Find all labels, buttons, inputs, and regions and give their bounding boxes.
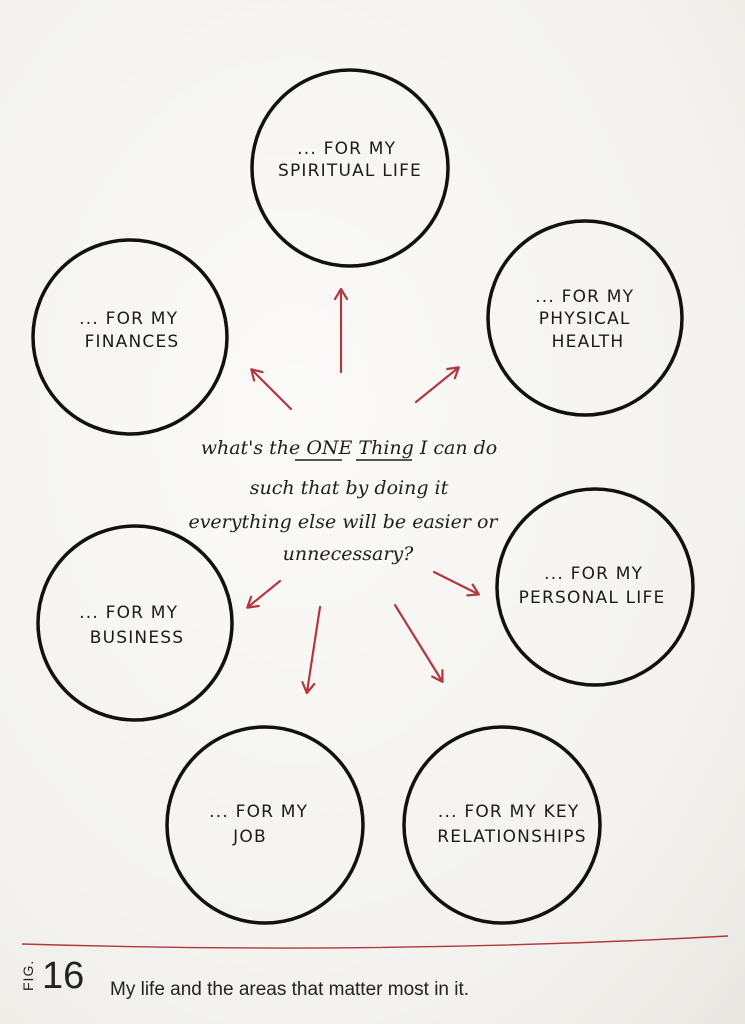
node-label-line: ... FOR MY bbox=[79, 309, 178, 329]
node-label-line: PERSONAL LIFE bbox=[519, 588, 666, 608]
circle-finances bbox=[31, 238, 229, 436]
node-label-line: JOB bbox=[232, 827, 267, 847]
arrow-to-finances bbox=[252, 370, 293, 411]
node-label-line: ... FOR MY bbox=[79, 603, 178, 623]
node-label-spiritual: ... FOR MY SPIRITUAL LIFE bbox=[278, 139, 422, 181]
arrow-group bbox=[248, 290, 478, 692]
arrow-to-personal bbox=[432, 570, 478, 594]
center-question: what's the ONE Thing I can do such that … bbox=[188, 437, 503, 565]
circle-personal bbox=[495, 487, 695, 687]
node-label-personal: ... FOR MY PERSONAL LIFE bbox=[519, 564, 666, 608]
node-label-business: ... FOR MY BUSINESS bbox=[79, 603, 185, 648]
center-question-line: everything else will be easier or bbox=[188, 511, 499, 533]
circle-job bbox=[165, 725, 365, 925]
arrow-to-business bbox=[248, 579, 282, 607]
center-question-line: unnecessary? bbox=[283, 543, 414, 565]
node-label-line: ... FOR MY bbox=[297, 139, 396, 159]
circle-spiritual bbox=[250, 68, 450, 268]
node-label-line: BUSINESS bbox=[90, 628, 185, 648]
circle-group bbox=[31, 68, 695, 925]
node-label-job: ... FOR MY JOB bbox=[209, 802, 315, 847]
circle-business bbox=[36, 524, 234, 722]
figure-number: 16 bbox=[42, 955, 85, 997]
node-label-physical: ... FOR MY PHYSICAL HEALTH bbox=[535, 287, 641, 352]
node-label-relationships: ... FOR MY KEY RELATIONSHIPS bbox=[437, 802, 586, 847]
center-question-line: such that by doing it bbox=[250, 477, 449, 499]
figure-caption: My life and the areas that matter most i… bbox=[110, 979, 470, 1000]
node-label-line: ... FOR MY KEY bbox=[438, 802, 580, 822]
center-question-line: what's the ONE Thing I can do bbox=[201, 437, 498, 459]
arrow-to-relationships bbox=[393, 603, 442, 681]
node-label-line: SPIRITUAL LIFE bbox=[278, 161, 422, 181]
arrow-to-physical bbox=[414, 368, 458, 404]
caption-rule bbox=[21, 935, 729, 949]
node-label-line: HEALTH bbox=[552, 332, 625, 352]
node-label-line: ... FOR MY bbox=[544, 564, 643, 584]
node-label-line: FINANCES bbox=[85, 332, 180, 352]
node-label-finances: ... FOR MY FINANCES bbox=[79, 309, 185, 352]
circle-relationships bbox=[402, 725, 602, 925]
node-label-line: PHYSICAL bbox=[539, 309, 631, 329]
node-label-line: ... FOR MY bbox=[209, 802, 308, 822]
node-label-line: ... FOR MY bbox=[535, 287, 634, 307]
circle-physical bbox=[486, 219, 684, 417]
arrow-to-job bbox=[307, 605, 322, 692]
node-label-line: RELATIONSHIPS bbox=[437, 827, 586, 847]
figure-prefix: FIG. bbox=[20, 959, 36, 991]
